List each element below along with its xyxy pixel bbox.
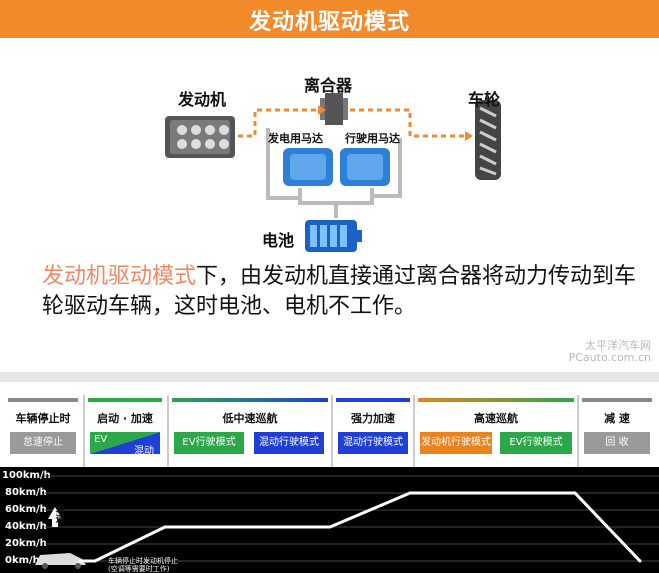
phase-label-decel: 减 速 [604, 412, 630, 425]
mode-ev-hybrid: EV 混动 [90, 432, 160, 457]
title-banner [0, 0, 659, 38]
speed-point [93, 559, 97, 563]
description: 发动机驱动模式下，由发动机直接通过离合器将动力传动到车轮驱动车辆，这时电池、电机… [42, 262, 642, 322]
speed-point [163, 525, 167, 529]
phase-label-power: 强力加速 [351, 412, 395, 425]
power-flow-arrows [238, 108, 465, 138]
ytick-60: 60km/h [5, 504, 47, 515]
speed-point [573, 491, 577, 495]
drive-motor-label: 行驶用马达 [345, 132, 400, 145]
watermark-line1: 太平洋汽车网 [585, 339, 651, 352]
speed-point [408, 491, 412, 495]
mode-hybrid-drive-power: 混动行驶模式 [338, 432, 408, 454]
phase-bar-start [88, 398, 162, 402]
stop-annotation-line1: 车辆停止时发动机停止 [108, 557, 178, 565]
battery-icon [305, 220, 362, 252]
watermark-line2: PCauto.com.cn [568, 351, 651, 364]
ytick-20: 20km/h [5, 538, 47, 549]
engine-label: 发动机 [178, 90, 227, 109]
mode-idle-stop: 怠速停止 [10, 432, 76, 454]
page-title: 发动机驱动模式 [248, 10, 410, 35]
mode-hybrid-label: 混动 [134, 446, 154, 457]
speed-point [638, 559, 642, 563]
mode-ev-drive: EV行驶模式 [174, 432, 244, 454]
stop-annotation-line2: (空调等需要时工作) [108, 565, 170, 573]
stop-annotation: 车辆停止时发动机停止 (空调等需要时工作) [108, 557, 178, 573]
mode-ev-drive-high: EV行驶模式 [500, 432, 572, 454]
speed-point [328, 525, 332, 529]
phase-label-start: 启动 · 加速 [97, 412, 153, 425]
engine-icon [165, 116, 235, 158]
phase-bar-stop [8, 398, 78, 402]
phase-label-highspeed: 高速巡航 [474, 412, 518, 425]
description-text: 下，由发动机直接通过离合器将动力传动到车轮驱动车辆，这时电池、电机不工作。 [42, 264, 637, 319]
car-icon [35, 553, 86, 569]
generator-motor-label: 发电用马达 [268, 132, 323, 145]
phase-label-lowmid: 低中速巡航 [222, 412, 278, 425]
ytick-80: 80km/h [5, 487, 47, 498]
mode-ev-label: EV [94, 434, 108, 445]
section-divider [0, 372, 659, 382]
speed-up-arrow-icon [48, 507, 62, 527]
mode-regeneration: 回 收 [584, 432, 650, 454]
phase-bar-highspeed [418, 398, 574, 402]
phase-bar-power [336, 398, 410, 402]
powertrain-diagram [165, 93, 501, 252]
drive-motor-icon [340, 148, 390, 186]
ytick-100: 100km/h [2, 470, 51, 481]
ytick-40: 40km/h [5, 521, 47, 532]
generator-motor-icon [283, 148, 333, 186]
wheel-label: 车轮 [468, 90, 501, 109]
speed-point [78, 559, 82, 563]
watermark: 太平洋汽车网 PCauto.com.cn [569, 340, 651, 364]
speed-chart [35, 475, 659, 569]
description-highlight: 发动机驱动模式 [42, 264, 197, 289]
mode-engine-drive: 发动机行驶模式 [420, 432, 492, 454]
ytick-0: 0km/h [5, 555, 40, 566]
clutch-label: 离合器 [304, 76, 353, 95]
mode-hybrid-drive: 混动行驶模式 [254, 432, 324, 454]
battery-label: 电池 [262, 231, 295, 250]
phase-label-stop: 车辆停止时 [15, 412, 71, 425]
wheel-icon [475, 100, 501, 180]
speed-arrow-label: 车速 [55, 506, 65, 525]
phase-bar-lowmid [172, 398, 328, 402]
phase-bar-decel [582, 398, 652, 402]
inactive-connections [266, 128, 402, 218]
mode-ev-hybrid-bg [90, 432, 160, 454]
